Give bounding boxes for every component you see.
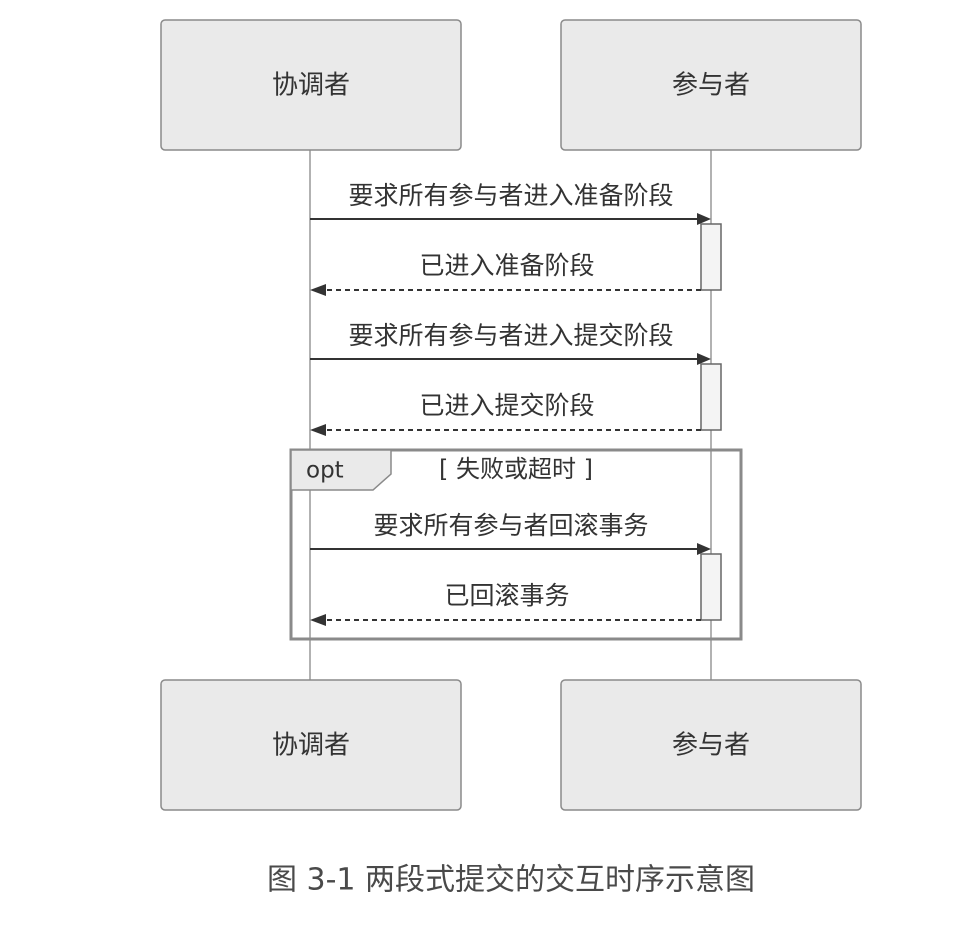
arrow-head-left [310,424,326,436]
message-label: 已回滚事务 [444,581,569,610]
message-rollback-request: 要求所有参与者回滚事务 [310,511,711,555]
message-commit-request: 要求所有参与者进入提交阶段 [310,321,711,365]
participant-coordinator-top: 协调者 [160,19,462,151]
message-label: 已进入准备阶段 [419,251,594,280]
activation-bar [700,223,722,291]
participant-coordinator-bottom: 协调者 [160,679,462,811]
participant-label: 参与者 [672,71,750,101]
arrow-head-left [310,614,326,626]
fragment-keyword: opt [306,458,344,484]
participant-label: 参与者 [672,731,750,761]
fragment-frame [289,448,743,641]
fragment-condition: [ 失败或超时 ] [439,455,593,483]
message-label: 要求所有参与者进入准备阶段 [348,181,673,210]
participant-participant-bottom: 参与者 [560,679,862,811]
message-label: 已进入提交阶段 [419,391,594,420]
message-label: 要求所有参与者进入提交阶段 [348,321,673,350]
arrow-head-left [310,284,326,296]
message-rollback-reply: 已回滚事务 [310,581,701,626]
participant-box [560,19,862,151]
figure-caption: 图 3-1 两段式提交的交互时序示意图 [267,863,755,898]
participant-box [160,679,462,811]
participant-box [160,19,462,151]
activation-bar [700,553,722,621]
message-prepare-request: 要求所有参与者进入准备阶段 [310,181,711,225]
fragment-tab [290,449,392,491]
participant-label: 协调者 [272,71,350,101]
arrow-head-right [697,353,711,365]
participant-participant-top: 参与者 [560,19,862,151]
message-prepare-reply: 已进入准备阶段 [310,251,701,296]
opt-fragment: opt [ 失败或超时 ] [289,448,743,641]
arrow-head-right [697,543,711,555]
message-commit-reply: 已进入提交阶段 [310,391,701,436]
arrow-head-right [697,213,711,225]
participant-label: 协调者 [272,731,350,761]
message-label: 要求所有参与者回滚事务 [373,511,648,540]
participant-box [560,679,862,811]
activation-bar [700,363,722,431]
